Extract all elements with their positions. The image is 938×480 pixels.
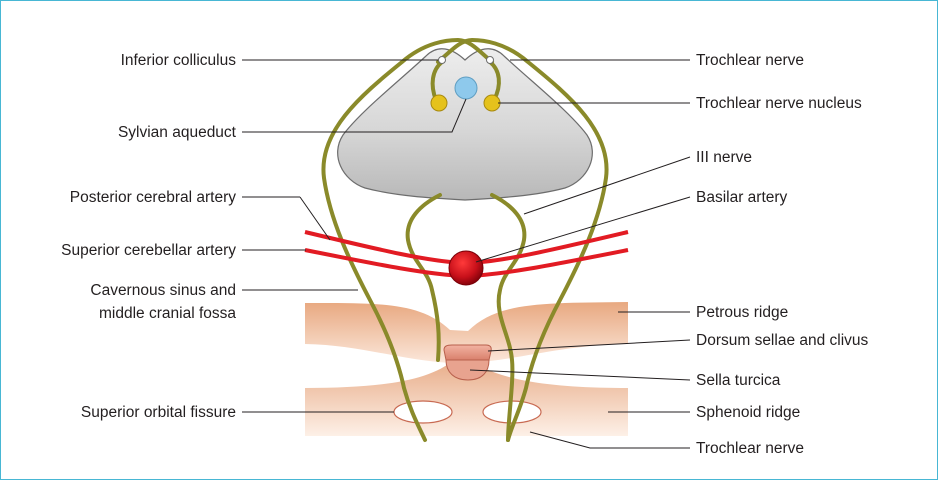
- right-trochlear-nucleus: [484, 95, 500, 111]
- left-superior-orbital-fissure: [394, 401, 452, 423]
- label-basilar-artery: Basilar artery: [696, 189, 788, 206]
- label-petrous-ridge: Petrous ridge: [696, 304, 788, 321]
- dorsum-sellae: [444, 345, 491, 360]
- basilar-artery: [449, 251, 483, 285]
- label-sphenoid-ridge: Sphenoid ridge: [696, 404, 800, 421]
- label-superior-orbital-fissure: Superior orbital fissure: [81, 404, 236, 421]
- label-dorsum-sellae: Dorsum sellae and clivus: [696, 332, 869, 349]
- label-posterior-cerebral-artery: Posterior cerebral artery: [70, 189, 237, 206]
- label-cavernous-sinus-line2: middle cranial fossa: [99, 305, 236, 322]
- label-sylvian-aqueduct: Sylvian aqueduct: [118, 124, 237, 141]
- left-trochlear-nucleus: [431, 95, 447, 111]
- label-trochlear-nerve-nucleus: Trochlear nerve nucleus: [696, 95, 862, 112]
- label-sella-turcica: Sella turcica: [696, 372, 781, 389]
- right-inferior-colliculus: [487, 57, 494, 64]
- label-superior-cerebellar-artery: Superior cerebellar artery: [61, 242, 236, 259]
- midbrain-cross-section: [338, 49, 593, 200]
- label-cavernous-sinus-line1: Cavernous sinus and: [90, 282, 236, 299]
- sylvian-aqueduct: [455, 77, 477, 99]
- label-trochlear-nerve-top: Trochlear nerve: [696, 52, 804, 69]
- left-inferior-colliculus: [439, 57, 446, 64]
- label-iii-nerve: III nerve: [696, 149, 752, 166]
- label-inferior-colliculus: Inferior colliculus: [121, 52, 237, 69]
- label-trochlear-nerve-bottom: Trochlear nerve: [696, 440, 804, 457]
